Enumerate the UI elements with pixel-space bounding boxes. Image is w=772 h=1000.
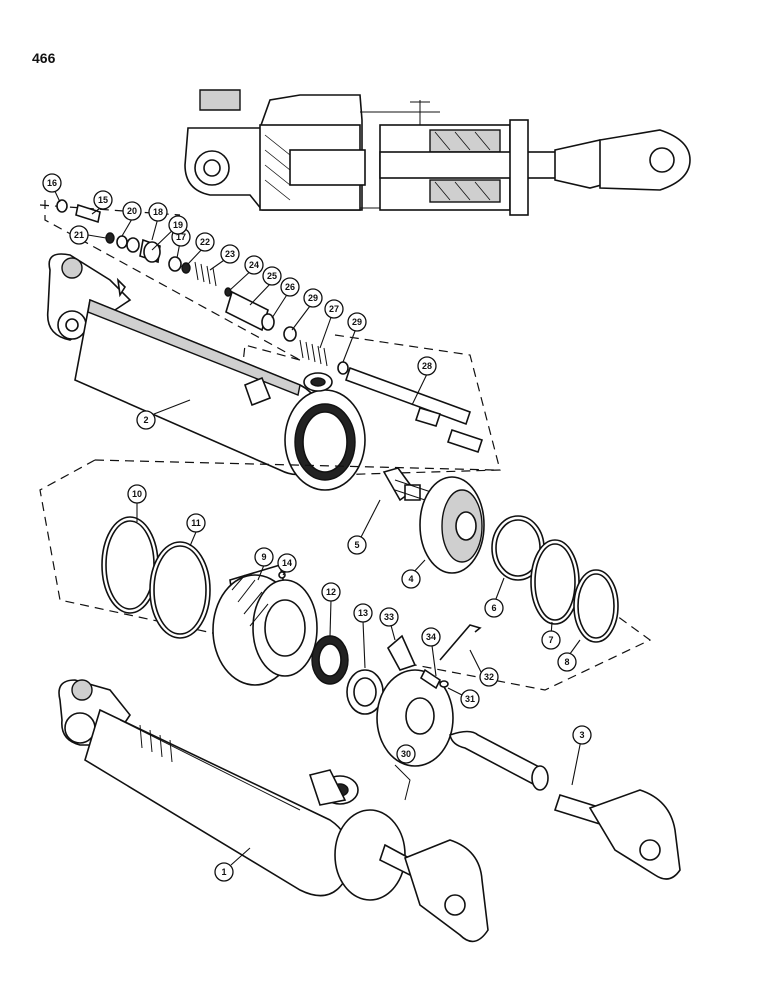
callout-20: 20 <box>122 201 142 221</box>
callout-5: 5 <box>347 535 367 555</box>
svg-text:13: 13 <box>358 608 368 618</box>
callout-29-upper: 29 <box>303 288 323 308</box>
callout-21: 21 <box>69 225 89 245</box>
callout-33: 33 <box>379 607 399 627</box>
callout-28: 28 <box>417 356 437 376</box>
svg-text:4: 4 <box>408 574 413 584</box>
svg-text:10: 10 <box>132 489 142 499</box>
callout-3: 3 <box>572 725 592 745</box>
svg-text:14: 14 <box>282 558 292 568</box>
svg-text:30: 30 <box>401 749 411 759</box>
svg-text:18: 18 <box>153 207 163 217</box>
svg-text:19: 19 <box>173 220 183 230</box>
callout-26: 26 <box>280 277 300 297</box>
callout-4: 4 <box>401 569 421 589</box>
svg-text:31: 31 <box>465 694 475 704</box>
callout-12: 12 <box>321 582 341 602</box>
svg-text:6: 6 <box>491 603 496 613</box>
svg-text:24: 24 <box>249 260 259 270</box>
svg-text:16: 16 <box>47 178 57 188</box>
callout-10: 10 <box>127 484 147 504</box>
svg-text:12: 12 <box>326 587 336 597</box>
svg-text:9: 9 <box>261 552 266 562</box>
svg-text:5: 5 <box>354 540 359 550</box>
svg-text:23: 23 <box>225 249 235 259</box>
svg-text:33: 33 <box>384 612 394 622</box>
callout-6: 6 <box>484 598 504 618</box>
svg-text:26: 26 <box>285 282 295 292</box>
svg-text:7: 7 <box>548 635 553 645</box>
svg-text:22: 22 <box>200 237 210 247</box>
callout-25: 25 <box>262 266 282 286</box>
relief-valve-parts <box>39 199 484 454</box>
callout-13: 13 <box>353 603 373 623</box>
callout-22: 22 <box>195 232 215 252</box>
callout-14: 14 <box>277 553 297 573</box>
svg-text:29: 29 <box>308 293 318 303</box>
svg-text:29: 29 <box>352 317 362 327</box>
svg-text:34: 34 <box>426 632 436 642</box>
callout-7: 7 <box>541 630 561 650</box>
svg-text:3: 3 <box>579 730 584 740</box>
svg-text:25: 25 <box>267 271 277 281</box>
svg-text:32: 32 <box>484 672 494 682</box>
callout-34: 34 <box>421 627 441 647</box>
assembled-cylinder-view <box>58 679 681 943</box>
piston-parts-group <box>39 459 652 767</box>
svg-text:27: 27 <box>329 304 339 314</box>
svg-text:15: 15 <box>98 195 108 205</box>
callout-32: 32 <box>479 667 499 687</box>
callout-1: 1 <box>214 862 234 882</box>
callout-30: 30 <box>396 744 416 764</box>
svg-text:17: 17 <box>176 232 186 242</box>
callout-18: 18 <box>148 202 168 222</box>
callout-23: 23 <box>220 244 240 264</box>
callout-15: 15 <box>93 190 113 210</box>
svg-text:21: 21 <box>74 230 84 240</box>
callout-16: 16 <box>42 173 62 193</box>
cylinder-tube-assembly <box>44 200 501 491</box>
callout-11: 11 <box>186 513 206 533</box>
callout-29-lower: 29 <box>347 312 367 332</box>
callout-2: 2 <box>136 410 156 430</box>
svg-text:8: 8 <box>564 657 569 667</box>
callout-19: 19 <box>168 215 188 235</box>
callout-27: 27 <box>324 299 344 319</box>
svg-text:28: 28 <box>422 361 432 371</box>
callout-8: 8 <box>557 652 577 672</box>
svg-text:2: 2 <box>143 415 148 425</box>
callout-31: 31 <box>460 689 480 709</box>
svg-text:20: 20 <box>127 206 137 216</box>
page-number: 466 <box>32 50 56 66</box>
callout-24: 24 <box>244 255 264 275</box>
callout-9: 9 <box>254 547 274 567</box>
svg-text:1: 1 <box>221 867 226 877</box>
svg-text:11: 11 <box>191 518 201 528</box>
cylinder-cross-section-view <box>184 89 691 216</box>
